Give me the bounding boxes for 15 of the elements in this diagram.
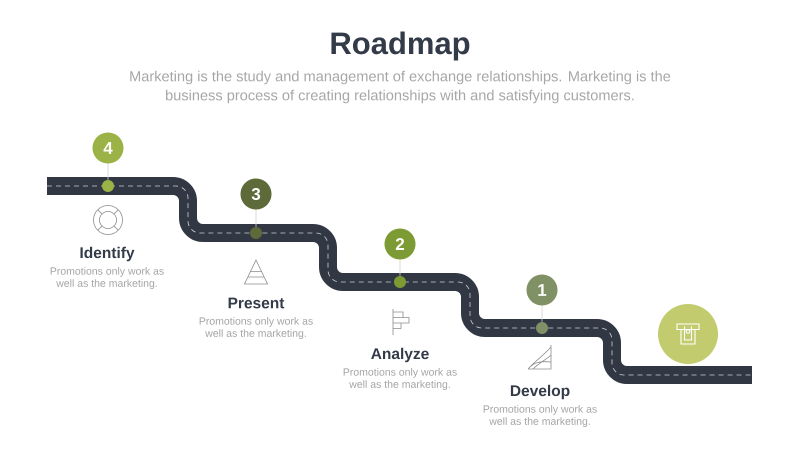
marker-dot: [394, 276, 406, 288]
icon-circle: [658, 304, 718, 364]
step-description: Promotions only work as well as the marketing.: [50, 267, 164, 289]
subtitle: Marketing is the study and management of exchange relationships. Marketing is the business process of creating relationships with and satisfying customers.: [130, 70, 670, 104]
marker-dot: [102, 180, 114, 192]
step-title: Present: [228, 298, 284, 308]
marker-dot: [536, 322, 548, 334]
step-description: Promotions only work as well as the marketing.: [484, 405, 597, 427]
step-title: Analyze: [371, 348, 429, 362]
title: Roadmap: [331, 32, 470, 60]
step-description: Promotions only work as well as the marketing.: [200, 317, 313, 339]
marker-dot: [250, 227, 262, 239]
step-title: Develop: [510, 384, 570, 400]
step-description: Promotions only work as well as the marketing.: [344, 368, 457, 390]
step-title: Identify: [80, 246, 134, 262]
